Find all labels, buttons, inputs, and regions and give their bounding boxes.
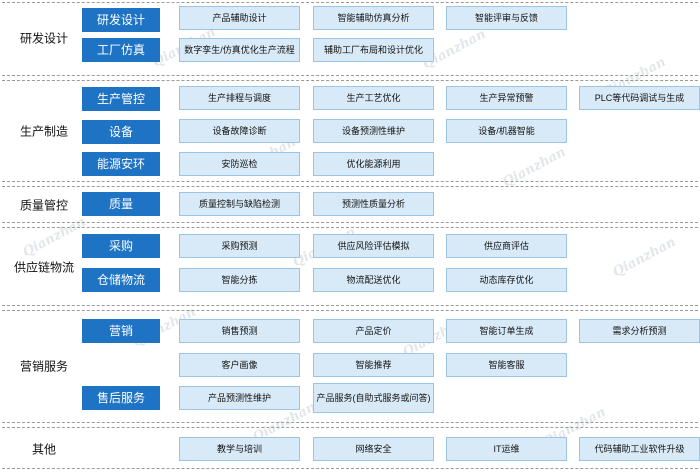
app-box[interactable]: 采购预测 (179, 234, 300, 258)
app-box[interactable]: 物流配送优化 (313, 268, 434, 292)
app-box[interactable]: 产品辅助设计 (179, 6, 300, 30)
category-procurement[interactable]: 采购 (82, 234, 160, 258)
app-box[interactable]: 生产工艺优化 (313, 86, 434, 110)
app-box[interactable]: 销售预测 (179, 319, 300, 343)
section-label-quality: 质量管控 (19, 198, 68, 213)
app-box[interactable]: 智能分拣 (179, 268, 300, 292)
app-box[interactable]: IT运维 (446, 437, 567, 461)
category-rd-design[interactable]: 研发设计 (82, 8, 160, 32)
app-box[interactable]: 智能评审与反馈 (446, 6, 567, 30)
app-box[interactable]: 产品服务(自助式服务或问答) (313, 383, 434, 413)
app-box[interactable]: 代码辅助工业软件升级 (579, 437, 700, 461)
section-label-manufacturing: 生产制造 (19, 124, 68, 139)
app-box[interactable]: PLC等代码调试与生成 (579, 86, 700, 110)
app-box[interactable]: 设备/机器智能 (446, 119, 567, 143)
app-box[interactable]: 预测性质量分析 (313, 192, 434, 216)
app-box[interactable]: 设备预测性维护 (313, 119, 434, 143)
app-box[interactable]: 教学与培训 (179, 437, 300, 461)
category-marketing[interactable]: 营销 (82, 319, 160, 343)
category-after-sales[interactable]: 售后服务 (82, 386, 160, 410)
app-box[interactable]: 智能订单生成 (446, 319, 567, 343)
app-box[interactable]: 动态库存优化 (446, 268, 567, 292)
app-box[interactable]: 生产异常预警 (446, 86, 567, 110)
category-factory-simulation[interactable]: 工厂仿真 (82, 38, 160, 62)
app-box[interactable]: 设备故障诊断 (179, 119, 300, 143)
app-box[interactable]: 优化能源利用 (313, 152, 434, 176)
section-label-other: 其他 (31, 442, 56, 457)
app-box[interactable]: 产品定价 (313, 319, 434, 343)
section-label-marketing: 营销服务 (19, 359, 68, 374)
app-box[interactable]: 智能辅助仿真分析 (313, 6, 434, 30)
app-box[interactable]: 客户画像 (179, 353, 300, 377)
app-box[interactable]: 供应商评估 (446, 234, 567, 258)
app-box[interactable]: 网络安全 (313, 437, 434, 461)
app-box[interactable]: 产品预测性维护 (179, 386, 300, 410)
category-energy-safety[interactable]: 能源安环 (82, 152, 160, 176)
section-label-rd: 研发设计 (19, 31, 68, 46)
section-label-supply-chain: 供应链物流 (13, 260, 74, 275)
app-box[interactable]: 供应风险评估模拟 (313, 234, 434, 258)
category-production-control[interactable]: 生产管控 (82, 87, 160, 111)
app-box[interactable]: 辅助工厂布局和设计优化 (313, 38, 434, 62)
app-box[interactable]: 安防巡检 (179, 152, 300, 176)
category-warehouse-logistics[interactable]: 仓储物流 (82, 268, 160, 292)
app-box[interactable]: 生产排程与调度 (179, 86, 300, 110)
app-box[interactable]: 智能客服 (446, 353, 567, 377)
app-box[interactable]: 需求分析预测 (579, 319, 700, 343)
app-box[interactable]: 质量控制与缺陷检测 (179, 192, 300, 216)
category-quality[interactable]: 质量 (82, 192, 160, 216)
app-box[interactable]: 智能推荐 (313, 353, 434, 377)
app-box[interactable]: 数字孪生/仿真优化生产流程 (179, 38, 300, 62)
category-equipment[interactable]: 设备 (82, 120, 160, 144)
